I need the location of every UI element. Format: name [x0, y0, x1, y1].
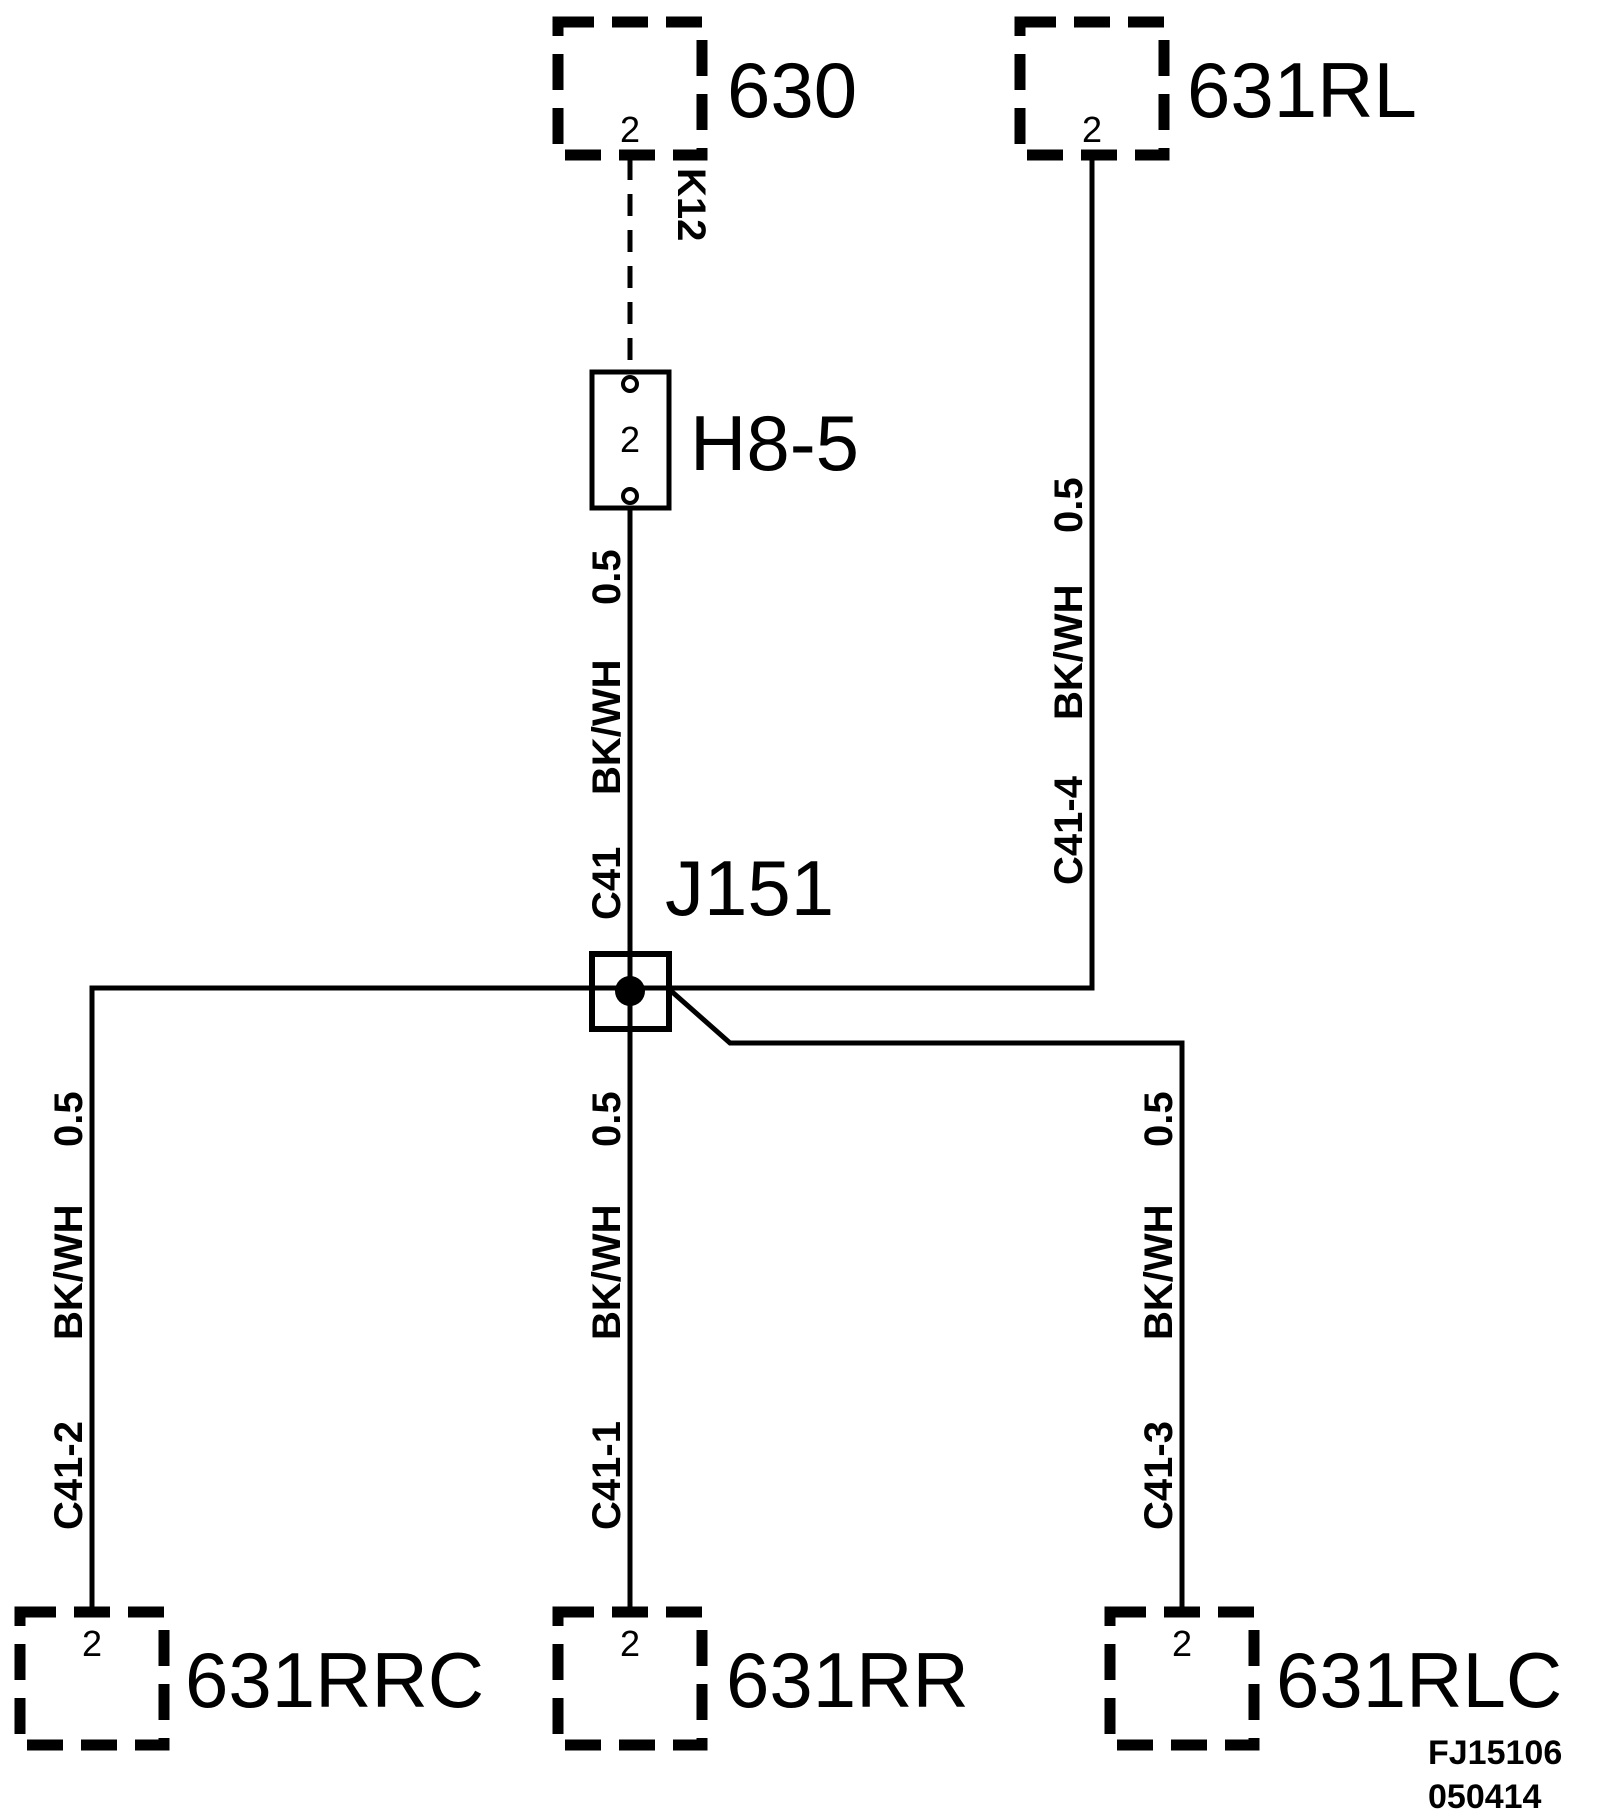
wire-c41-4	[670, 158, 1095, 991]
wire-label-size: 0.5	[1137, 1091, 1181, 1147]
connector-pin: 2	[620, 109, 640, 150]
wire-label-k12: K12	[669, 168, 713, 241]
connector-631rlc: 2 631RLC	[1104, 1606, 1562, 1751]
wire-c41-3	[668, 988, 1185, 1608]
wire-label-circuit: C41-3	[1137, 1421, 1181, 1530]
inline-connector-h8-5: 2 H8-5	[589, 369, 859, 511]
wire-label-size: 0.5	[585, 1091, 629, 1147]
figure-date: 050414	[1428, 1778, 1542, 1816]
connector-label: 631RRC	[185, 1636, 484, 1724]
splice-label: J151	[665, 844, 834, 932]
figure-reference: FJ15106	[1428, 1734, 1562, 1772]
wire-label-color: BK/WH	[1137, 1204, 1181, 1340]
wire-label-circuit: C41	[585, 847, 629, 920]
connector-label: 631RL	[1187, 46, 1417, 134]
wire-label-color: BK/WH	[47, 1204, 91, 1340]
wire-label-color: BK/WH	[585, 659, 629, 795]
wire-label-color: BK/WH	[585, 1204, 629, 1340]
connector-pin: 2	[620, 1623, 640, 1664]
connector-label: 630	[727, 46, 857, 134]
wire-label-size: 0.5	[585, 549, 629, 605]
wire-label-color: BK/WH	[1047, 584, 1091, 720]
connector-pin: 2	[82, 1623, 102, 1664]
splice-j151: J151	[589, 844, 834, 1032]
connector-pin: 2	[1082, 109, 1102, 150]
wire-label-circuit: C41-2	[47, 1421, 91, 1530]
connector-631rr: 2 631RR	[552, 1606, 969, 1751]
connector-label: 631RR	[726, 1636, 969, 1724]
connector-label: 631RLC	[1276, 1636, 1562, 1724]
wire-label-circuit: C41-1	[585, 1421, 629, 1530]
connector-pin: 2	[1172, 1623, 1192, 1664]
connector-631rl: 2 631RL	[1014, 16, 1417, 161]
wire-label-size: 0.5	[47, 1091, 91, 1147]
connector-631rrc: 2 631RRC	[14, 1606, 484, 1751]
wire-label-circuit: C41-4	[1047, 775, 1091, 885]
wire-c41-2	[89, 985, 590, 1608]
connector-pin: 2	[620, 419, 640, 460]
connector-630: 2 630	[552, 16, 857, 161]
wire-label-size: 0.5	[1047, 477, 1091, 533]
connector-label: H8-5	[690, 399, 859, 487]
